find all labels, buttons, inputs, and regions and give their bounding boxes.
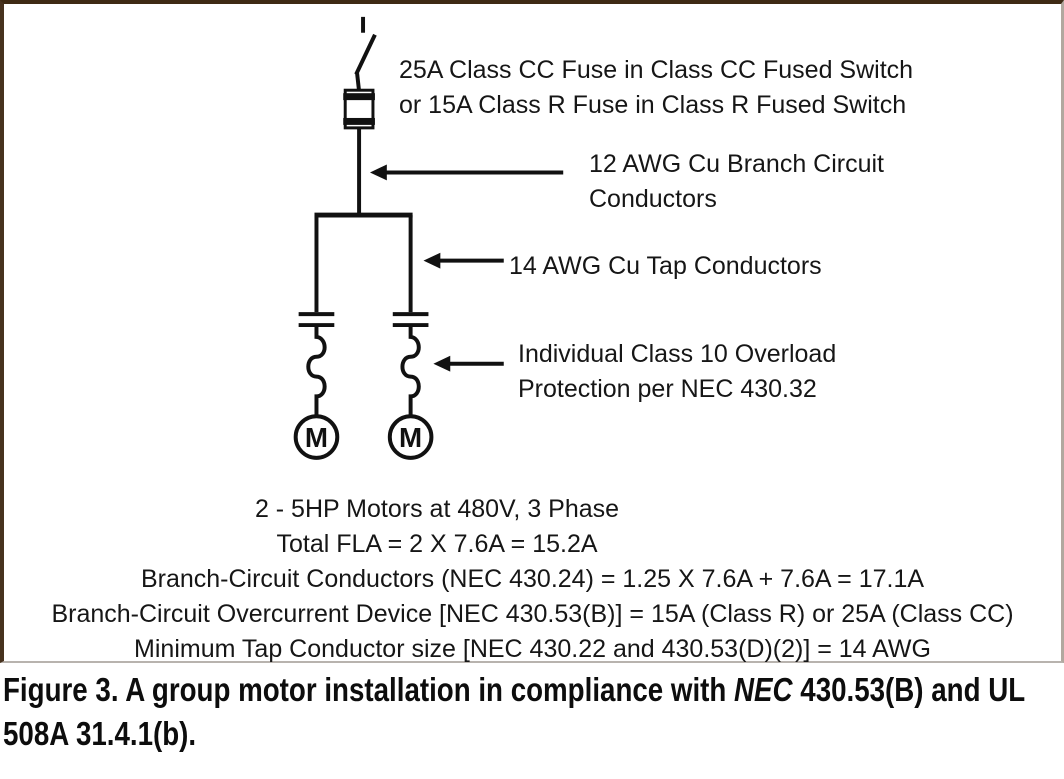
calculation-notes: 2 - 5HP Motors at 480V, 3 Phase Total FL… — [4, 492, 1061, 667]
disconnect-switch-blade — [354, 33, 377, 76]
tap-conductor-label: 14 AWG Cu Tap Conductors — [509, 252, 822, 280]
fuse-cap-bottom — [343, 117, 375, 125]
figure-caption-line2: 508A 31.4.1(b). — [3, 715, 197, 752]
branch-conductor-label-line2: Conductors — [589, 185, 717, 213]
figure-caption: Figure 3. A group motor installation in … — [3, 668, 1064, 756]
note-total-fla: Total FLA = 2 X 7.6A = 15.2A — [276, 530, 598, 558]
motor-letter-left: M — [305, 422, 328, 453]
figure-caption-line1: Figure 3. A group motor installation in … — [3, 671, 1026, 708]
overload-protection-label: Individual Class 10 Overload Protection … — [518, 337, 836, 407]
branch-conductor-label: 12 AWG Cu Branch Circuit Conductors — [589, 147, 884, 217]
arrow-head — [369, 164, 387, 181]
fuse-rating-label-line1: 25A Class CC Fuse in Class CC Fused Swit… — [399, 56, 914, 84]
fuse-symbol — [343, 88, 375, 130]
switch-to-fuse-lead — [355, 73, 362, 92]
note-min-tap-size: Minimum Tap Conductor size [NEC 430.22 a… — [134, 635, 931, 663]
overload-protection-arrow — [433, 355, 504, 372]
note-branch-conductors: Branch-Circuit Conductors (NEC 430.24) =… — [140, 565, 925, 593]
tap-conductor-arrow — [423, 252, 504, 269]
branch-conductor-arrow — [369, 164, 564, 181]
fuse-cap-top — [343, 93, 375, 101]
arrow-head — [433, 355, 451, 372]
schematic-drawing: M M — [293, 16, 564, 460]
fuse-rating-label: 25A Class CC Fuse in Class CC Fused Swit… — [399, 53, 913, 123]
note-motors-spec: 2 - 5HP Motors at 480V, 3 Phase — [254, 495, 620, 523]
branch-conductor-label-line1: 12 AWG Cu Branch Circuit — [589, 150, 885, 178]
motor-circle-left — [293, 414, 340, 460]
contactor-contact-right — [392, 312, 429, 328]
contactor-contact-left — [298, 312, 335, 328]
nec-italic-text: NEC — [734, 671, 793, 708]
motor-circle-right — [387, 414, 434, 460]
motor-letter-right: M — [399, 422, 422, 453]
overload-protection-label-line2: Protection per NEC 430.32 — [518, 375, 817, 403]
note-overcurrent-device: Branch-Circuit Overcurrent Device [NEC 4… — [51, 600, 1014, 628]
fuse-rating-label-line2: or 15A Class R Fuse in Class R Fused Swi… — [399, 91, 907, 119]
overload-heater-right — [400, 327, 421, 417]
motor-installation-diagram: M M 25A Class CC Fuse in Class CC Fused … — [0, 0, 1064, 663]
overload-protection-label-line1: Individual Class 10 Overload — [518, 340, 837, 368]
arrow-head — [423, 252, 441, 269]
overload-heater-left — [306, 327, 327, 417]
